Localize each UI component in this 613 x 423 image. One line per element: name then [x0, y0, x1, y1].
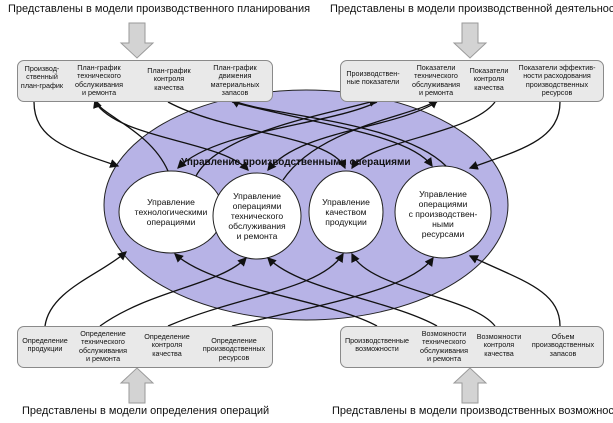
bottom-right-item-1: Производственные возможности: [345, 336, 409, 354]
bottom-left-item-2: Определение технического обслуживания и …: [79, 329, 127, 364]
connector: [195, 98, 379, 177]
connector: [94, 101, 249, 171]
bottom-left-label: Представлены в модели определения операц…: [22, 405, 270, 417]
connector: [267, 257, 438, 327]
top-right-item-3: Показатели контроля качества: [469, 66, 509, 92]
input-arrow-bottom-left: [119, 367, 155, 404]
process-circle-4: [394, 165, 492, 259]
input-arrow-top-left: [119, 22, 155, 59]
top-left-group: Производ- ственный план-график План-граф…: [17, 60, 273, 102]
top-right-label: Представлены в модели производственной д…: [330, 3, 613, 15]
process-label-1: Управление технологическими операциями: [134, 197, 208, 227]
connector: [167, 252, 344, 327]
bottom-right-group: Производственные возможности Возможности…: [340, 326, 604, 368]
process-circle-2: [212, 172, 302, 260]
connector: [267, 101, 438, 172]
top-right-group: Производствен- ные показатели Показатели…: [340, 60, 604, 102]
process-label-4: Управление операциями с производствен- н…: [408, 189, 478, 239]
bottom-left-item-1: Определение продукции: [22, 336, 68, 354]
core-title: Управление производственными операциями: [181, 157, 411, 168]
bottom-left-item-4: Определение производственных ресурсов: [202, 336, 266, 362]
top-left-label: Представлены в модели производственного …: [8, 3, 311, 15]
connector: [231, 101, 433, 168]
bottom-right-item-3: Возможности контроля качества: [476, 332, 522, 358]
connector: [468, 101, 561, 170]
top-left-item-3: План-график контроля качества: [147, 66, 191, 92]
top-right-item-4: Показатели эффектив- ности расходования …: [518, 63, 596, 98]
connector: [230, 99, 447, 167]
process-circle-3: [308, 170, 384, 254]
bottom-right-label: Представлены в модели производственных в…: [332, 405, 613, 417]
bottom-right-item-4: Объем производственных запасов: [531, 332, 595, 358]
bottom-right-item-2: Возможности технического обслуживания и …: [420, 329, 468, 364]
bottom-left-item-3: Определение контроля качества: [144, 332, 190, 358]
top-right-item-1: Производствен- ные показатели: [346, 69, 400, 87]
connector: [468, 255, 561, 327]
connector: [167, 101, 346, 170]
top-right-item-2: Показатели технического обслуживания и р…: [412, 63, 460, 98]
input-arrow-bottom-right: [452, 367, 488, 404]
connector: [351, 101, 496, 170]
bottom-left-group: Определение продукции Определение технич…: [17, 326, 273, 368]
connector: [33, 101, 120, 168]
connector: [174, 253, 378, 327]
process-label-2: Управление операциями технического обслу…: [228, 191, 286, 241]
top-left-item-2: План-график технического обслуживания и …: [75, 63, 123, 98]
connector: [231, 256, 434, 327]
process-label-3: Управление качеством продукции: [322, 197, 370, 227]
top-left-item-4: План-график движения материальных запасо…: [210, 63, 260, 98]
connector: [93, 98, 169, 172]
input-arrow-top-right: [452, 22, 488, 59]
connector: [282, 99, 438, 181]
connector: [177, 101, 378, 169]
connector: [99, 257, 247, 327]
connector: [44, 251, 127, 327]
top-left-item-1: Производ- ственный план-график: [20, 64, 64, 90]
connector: [351, 252, 496, 327]
